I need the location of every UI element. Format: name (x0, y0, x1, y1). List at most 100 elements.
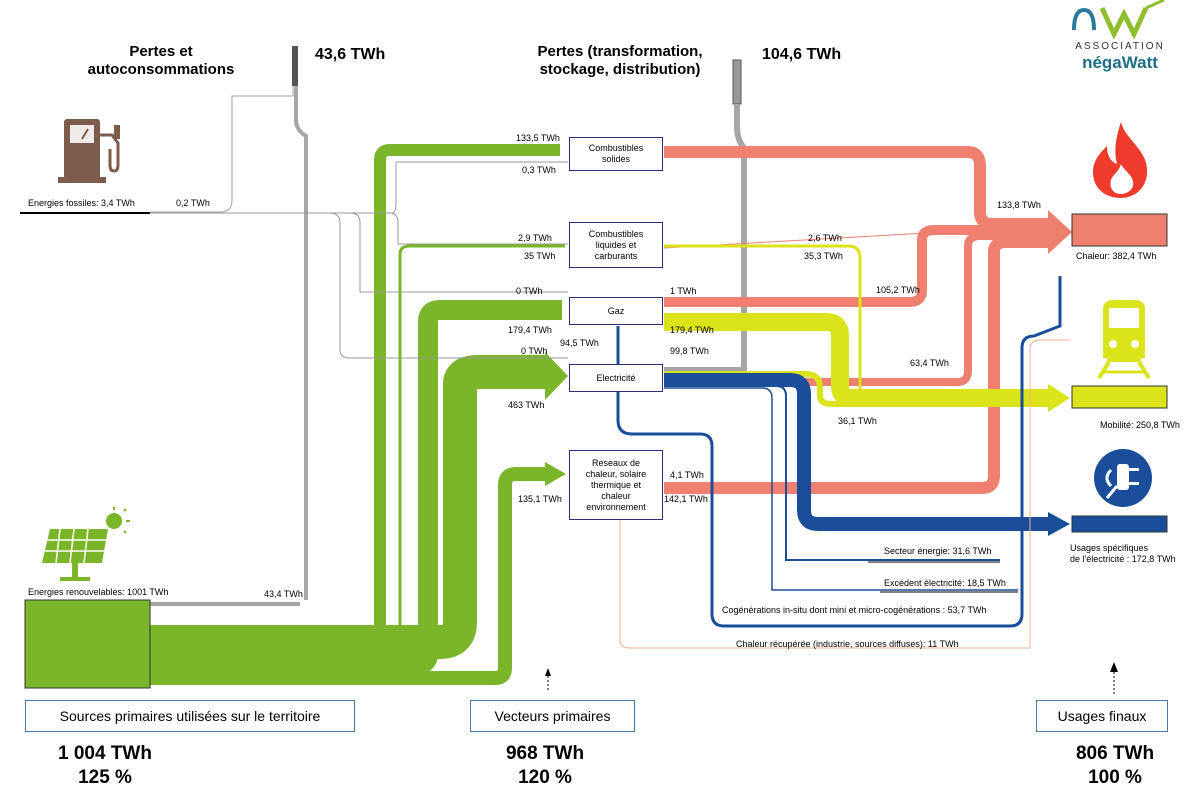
total-vecteurs-twh: 968 TWh (505, 743, 585, 764)
excedent-electricite-label: Excédent électricité: 18,5 TWh (884, 578, 1006, 588)
node-reseaux-line3: thermique et (590, 479, 641, 490)
node-reseaux-line2: chaleur, solaire (585, 468, 647, 479)
source-renewables-label: Energies renouvelables: 1001 TWh (28, 587, 169, 597)
flow-label-1: 1 TWh (670, 286, 697, 296)
node-solides-line1: Combustibles (588, 143, 644, 153)
node-solides-line2: solides (601, 154, 630, 164)
final-bar-chaleur (1071, 213, 1168, 247)
arrow-green-reseaux (545, 462, 566, 486)
losses-left-title-line2: autoconsommations (87, 61, 235, 78)
loss-gauge-left (292, 46, 298, 86)
logo-line-association: ASSOCIATION (1075, 41, 1165, 52)
final-usages-line1: Usages spécifiques (1070, 543, 1149, 553)
node-gaz-label: Gaz (607, 305, 625, 316)
source-fossiles-label: Energies fossiles: 3,4 TWh (28, 198, 135, 208)
losses-left-title-line1: Pertes et (129, 43, 193, 60)
flow-elec-secteur (664, 385, 1000, 561)
node-liquides-line2: liquides et (595, 239, 637, 250)
source-bar-renewable (24, 599, 151, 689)
total-vecteurs: 968 TWh 120 % (480, 742, 610, 790)
flow-heat-liquides (663, 225, 1051, 249)
node-reseaux-chaleur: Reseaux de chaleur, solaire thermique et… (569, 450, 663, 520)
flow-label-105-2: 105,2 TWh (876, 285, 920, 295)
flow-green-reseaux (150, 467, 548, 685)
node-reseaux-line1: Reseaux de (591, 457, 641, 468)
fuel-pump-icon (58, 119, 120, 183)
loss-link-fossil (150, 86, 294, 213)
flow-label-0-3: 0,3 TWh (522, 165, 556, 175)
losses-mid-title: Pertes (transformation, stockage, distri… (520, 43, 720, 79)
flow-label-94-5: 94,5 TWh (560, 338, 599, 348)
flow-label-133-8: 133,8 TWh (997, 200, 1041, 210)
total-usages-pct: 100 % (1088, 767, 1142, 788)
negawatt-logo-mark (1072, 0, 1165, 40)
secteur-energie-label: Secteur énergie: 31,6 TWh (884, 546, 992, 556)
flow-label-35-3: 35,3 TWh (804, 251, 843, 261)
flow-mob-gaz (664, 313, 1050, 407)
node-liquides-line1: Combustibles (588, 228, 644, 239)
losses-left-title: Pertes et autoconsommations (66, 43, 256, 79)
total-usages-twh: 806 TWh (1075, 743, 1155, 764)
cogenerations-label: Cogénérations in-situ dont mini et micro… (722, 605, 987, 615)
final-bar-mobilite (1071, 385, 1168, 409)
stage-sources: Sources primaires utilisées sur le terri… (25, 700, 355, 732)
flow-green-elec (150, 355, 548, 659)
flow-fossil-gaz (150, 212, 568, 293)
losses-mid-title-line2: stockage, distribution) (539, 61, 701, 78)
arrow-elec (1048, 512, 1070, 536)
chaleur-recuperee-label: Chaleur récupérée (industrie, sources di… (736, 639, 959, 649)
flow-label-135-1: 135,1 TWh (518, 494, 562, 504)
final-usages-line2: de l'électricité : 172,8 TWh (1070, 554, 1176, 564)
flow-elec-cogen (616, 276, 1062, 628)
node-reseaux-line4: chaleur (601, 490, 631, 501)
flow-label-179-4-out: 179,4 TWh (670, 325, 714, 335)
flow-heat-gaz (664, 225, 1050, 307)
flow-fossil-elec (150, 212, 568, 359)
final-mobilite-label: Mobilité: 250,8 TWh (1100, 420, 1180, 430)
flow-elec-excedent (664, 387, 1018, 591)
flow-label-35: 35 TWh (524, 251, 556, 261)
final-chaleur-label: Chaleur: 382,4 TWh (1076, 251, 1157, 261)
loss-gauge-mid (732, 59, 742, 105)
total-sources-pct: 125 % (78, 767, 132, 788)
flow-label-2-9: 2,9 TWh (518, 233, 552, 243)
flow-heat-elec (664, 232, 1050, 386)
flow-label-36-1: 36,1 TWh (838, 416, 877, 426)
arrow-green-elec (545, 352, 568, 400)
losses-left-value: 43,6 TWh (315, 46, 386, 63)
flow-label-4-1: 4,1 TWh (670, 470, 704, 480)
arrow-mob (1048, 384, 1070, 412)
flow-green-gaz (150, 300, 562, 674)
flow-label-63-4: 63,4 TWh (910, 358, 949, 368)
flow-elec-usages (664, 373, 1050, 531)
arrow-heat (1048, 210, 1072, 254)
flame-icon (1093, 122, 1148, 198)
flow-label-0-elec: 0 TWh (521, 346, 548, 356)
losses-mid-title-line1: Pertes (transformation, (537, 43, 703, 60)
total-usages: 806 TWh 100 % (1050, 742, 1180, 790)
flow-label-0-gaz: 0 TWh (516, 286, 543, 296)
train-icon (1097, 300, 1151, 380)
flow-label-43-4: 43,4 TWh (264, 589, 303, 599)
node-elec-label: Electricité (596, 372, 636, 383)
solar-panel-icon (42, 507, 130, 581)
loss-flow-left (294, 86, 308, 600)
electric-plug-icon (1094, 449, 1152, 507)
total-vecteurs-pct: 120 % (518, 767, 572, 788)
node-electricite: Electricité (569, 364, 663, 392)
total-sources: 1 004 TWh 125 % (30, 742, 180, 790)
logo-line-negawatt: négaWatt (1082, 53, 1158, 72)
flow-recup (619, 339, 1070, 649)
stage-usages: Usages finaux (1036, 700, 1168, 732)
flow-fossil-solides (150, 161, 568, 214)
flow-label-179-4-in: 179,4 TWh (508, 325, 552, 335)
node-reseaux-line5: environnement (586, 501, 646, 512)
flow-label-133-5: 133,5 TWh (516, 133, 560, 143)
flow-label-99-8: 99,8 TWh (670, 346, 709, 356)
final-usages-label: Usages spécifiques de l'électricité : 17… (1070, 543, 1176, 565)
stage-vecteurs: Vecteurs primaires (470, 700, 635, 732)
flow-label-0-2: 0,2 TWh (176, 198, 210, 208)
